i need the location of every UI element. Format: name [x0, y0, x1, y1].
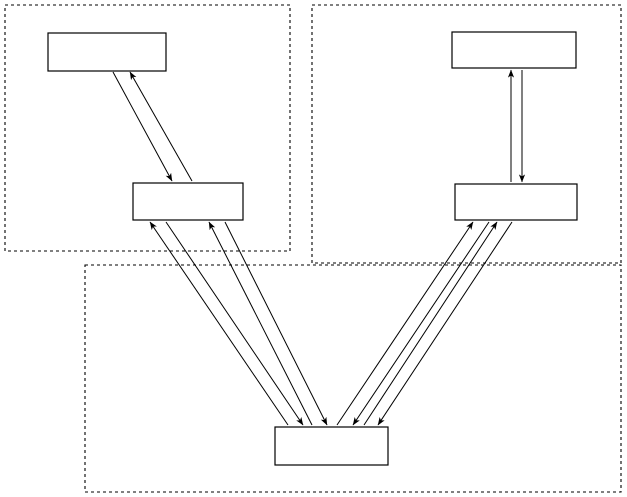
node-outline-user-desktop-public[interactable]	[47, 32, 167, 72]
flow-arrow-step-3-4	[336, 221, 474, 426]
flow-arrow-step-9-10	[208, 221, 313, 426]
node-outline-ccm-server[interactable]	[132, 182, 244, 221]
zone-internet	[4, 4, 291, 252]
flow-arrow-step-2-3	[165, 221, 304, 426]
zone-boundaries	[4, 4, 622, 493]
flow-arrow-step-1-0	[112, 71, 173, 182]
zone-border-internet	[4, 4, 291, 252]
zone-border-intranet	[311, 4, 622, 264]
node-user-desktop-public[interactable]	[47, 32, 167, 72]
zone-border-internal-lan	[84, 264, 622, 493]
node-outline-user-desktop-internal[interactable]	[274, 426, 389, 466]
flow-arrow-step-8-7	[377, 221, 513, 426]
zone-internal-lan	[84, 264, 622, 493]
flow-arrows	[112, 69, 526, 426]
flow-arrow-step-10-11	[224, 221, 328, 426]
node-user-desktop-internal[interactable]	[274, 426, 389, 466]
node-boxes	[47, 31, 578, 466]
node-outline-nt-domain-server[interactable]	[451, 31, 577, 69]
flow-arrow-step-4-5	[352, 221, 490, 426]
node-ccm-server[interactable]	[132, 182, 244, 221]
node-outline-iis-auth-server[interactable]	[454, 183, 578, 221]
flow-arrow-step-5-6	[363, 221, 498, 426]
zone-intranet	[311, 4, 622, 264]
flow-arrow-step-1-2	[149, 221, 289, 426]
node-nt-domain-server[interactable]	[451, 31, 577, 69]
flow-arrow-step-2-1	[129, 71, 193, 182]
node-iis-auth-server[interactable]	[454, 183, 578, 221]
